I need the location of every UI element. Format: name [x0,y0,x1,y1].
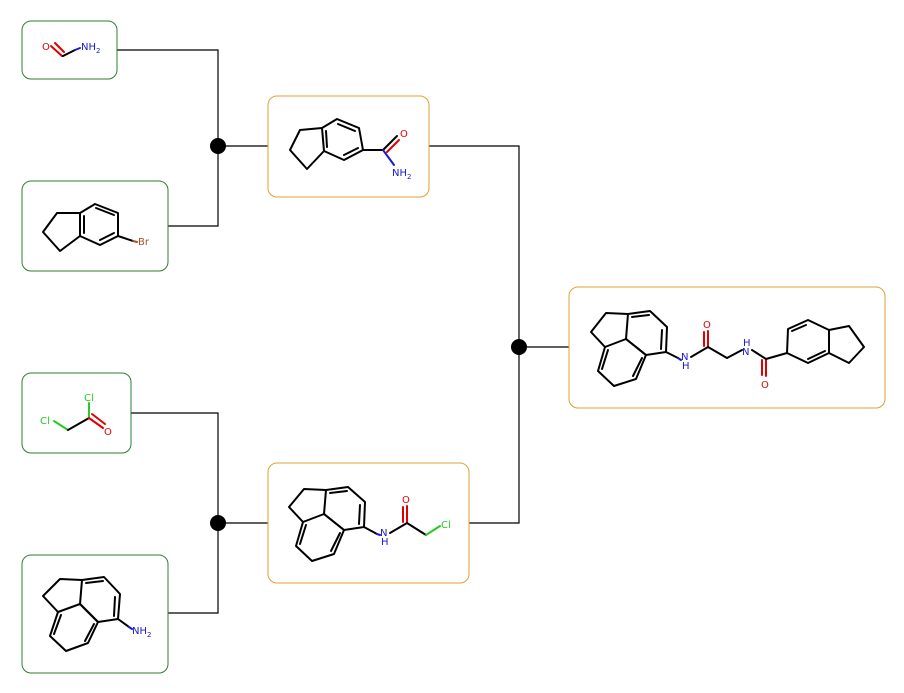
molecule-aminoacenaphthene[interactable]: NH2 [21,554,169,674]
molecule-box [21,372,132,454]
reaction-connectors [117,49,569,614]
molecule-box [568,286,886,409]
molecule-chloroacetamide[interactable]: N H O Cl [267,462,470,584]
amine-label: NH [132,626,147,637]
amine-label: NH [392,168,407,179]
amine-subscript: 2 [147,631,151,639]
reaction-node-1 [210,138,226,154]
molecule-product[interactable]: N H O H N O [568,286,886,409]
oxygen-label-2: O [761,380,769,391]
nitrogen-label-1: N [681,352,688,363]
oxygen-label: O [104,427,112,438]
nitrogen-label-2: N [742,347,749,358]
svg-text:NH2: NH2 [132,626,151,639]
oxygen-label: O [42,42,50,53]
hydrogen-label-2: H [743,338,751,349]
svg-text:NH2: NH2 [81,42,100,55]
nitrogen-label: N [380,528,387,539]
molecule-box [21,180,169,272]
amine-subscript: 2 [407,173,411,181]
chlorine-label-1: Cl [40,416,50,427]
amine-subscript: 2 [96,47,100,55]
svg-text:NH2: NH2 [392,168,411,181]
reaction-node-2 [210,515,226,531]
molecule-box [267,462,470,584]
chlorine-label: Cl [441,520,451,531]
bromine-label: Br [138,237,150,248]
molecule-indane-carboxamide[interactable]: O NH2 [267,95,430,198]
chlorine-label-2: Cl [84,393,94,404]
oxygen-label: O [400,129,408,140]
molecule-box [21,20,118,80]
reaction-node-3 [511,339,527,355]
connector-right [429,145,520,524]
molecule-formamide[interactable]: O NH2 [21,20,118,80]
hydrogen-label-1: H [682,361,690,372]
oxygen-label: O [402,495,410,506]
molecule-bromoindane[interactable]: Br [21,180,169,272]
oxygen-label-1: O [703,320,711,331]
hydrogen-label: H [381,537,389,548]
molecule-chloroacetyl-chloride[interactable]: Cl Cl O [21,372,132,454]
molecule-box [267,95,430,198]
amine-label: NH [81,42,96,53]
molecule-box [21,554,169,674]
connector-bottom-left [131,412,219,614]
